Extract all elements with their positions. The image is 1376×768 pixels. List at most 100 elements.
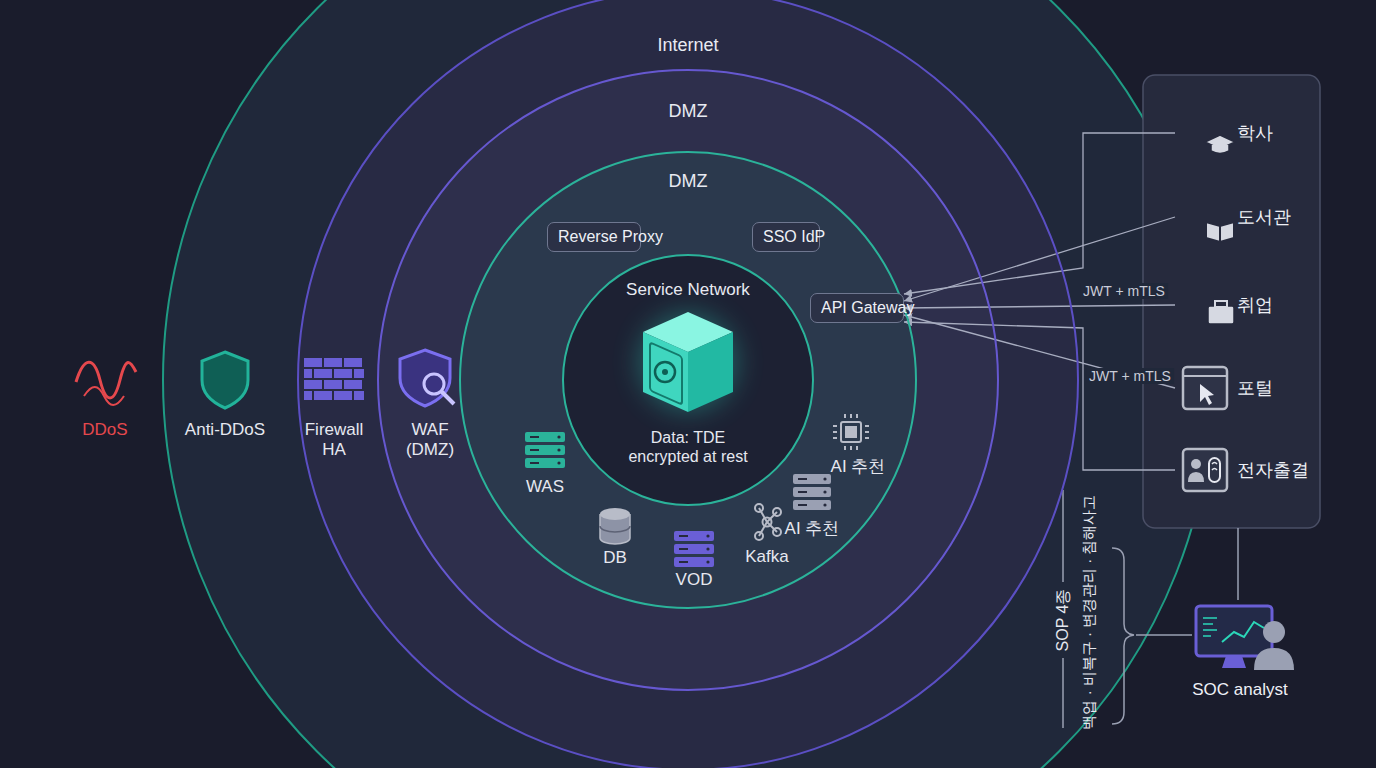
api-connector: [904, 133, 1175, 294]
service-box: Reverse Proxy: [547, 222, 641, 251]
soc-icon-part: [1222, 622, 1264, 642]
system-icon-overlays-part: [1206, 222, 1234, 242]
part-label: DDoS: [82, 420, 127, 440]
system-icon-overlays-part: [1208, 306, 1234, 324]
node-label: Reverse Proxy: [558, 227, 630, 246]
server-icons-part: [674, 531, 714, 541]
zone-label: Service Network: [563, 280, 813, 300]
firewall-wall-part: [354, 391, 364, 400]
server-icons-part: [530, 462, 539, 464]
api-connector: [904, 322, 1175, 470]
anti-ddos-shield: [202, 352, 248, 408]
systems-panel: [1143, 75, 1320, 528]
zone-fills-part: [298, 0, 1078, 768]
firewall-wall: [304, 358, 364, 400]
zone-fills: [163, 0, 1213, 768]
firewall-wall-part: [324, 380, 342, 389]
soc-icon-part: [1203, 618, 1217, 636]
server-icons-part: [706, 534, 709, 537]
node-label: 전자출결: [1237, 458, 1309, 482]
firewall-wall-part: [334, 391, 352, 400]
part-label: SOP 4종: [1053, 589, 1072, 652]
node-label: SSO IdP: [763, 227, 809, 246]
internet-zone: InternetDMZDMZReverse ProxySSO IdPServic…: [298, 0, 1078, 768]
system-icon-overlays-part: [1183, 375, 1227, 377]
zone-outline: [460, 152, 916, 608]
server-icons-part: [530, 449, 539, 451]
part-label: WAF (DMZ): [399, 420, 461, 461]
system-icon-overlays-part: [1215, 301, 1227, 307]
zone-label: Internet: [298, 35, 1078, 56]
edge-label: JWT + mTLS: [1086, 368, 1174, 384]
node-label: 포털: [1237, 376, 1273, 400]
system-icon-overlays-part: [1200, 384, 1214, 405]
zone-outline: [378, 70, 998, 690]
node-label: 취업: [1237, 293, 1273, 317]
soc-icon-part: [1263, 621, 1285, 643]
zone-outline: [378, 70, 998, 690]
server-icons-part: [557, 435, 560, 438]
server-icons-part: [823, 503, 826, 506]
firewall-wall-part: [304, 369, 312, 378]
system-node: 취업: [1175, 280, 1273, 330]
kafka-icon-part: [763, 518, 772, 527]
server-icons-part: [706, 547, 709, 550]
server-icons-part: [706, 560, 709, 563]
part-label: AI 추천: [785, 519, 840, 539]
part-label: AI 추천: [831, 457, 886, 477]
connector-def: [904, 133, 1175, 470]
server-icons-part: [798, 491, 807, 493]
server-icons-part: [793, 500, 831, 510]
server-icons-part: [793, 487, 831, 497]
server-icons-part: [557, 461, 560, 464]
vault-cube-part: [688, 332, 733, 412]
db-cylinder-part: [600, 508, 630, 520]
kafka-icon: [755, 504, 781, 540]
dmz-zone: DMZDMZReverse ProxySSO IdPService Networ…: [378, 70, 998, 690]
service-box: SSO IdP: [752, 222, 820, 251]
dmz-zone: DMZReverse ProxySSO IdPService NetworkAP…: [460, 152, 916, 608]
vault-cube-part: [655, 362, 675, 382]
system-icon-overlays-part: [1191, 459, 1201, 469]
firewall-wall-part: [334, 369, 352, 378]
server-icons-part: [557, 448, 560, 451]
part-label: Kafka: [745, 547, 788, 567]
db-cylinder: [600, 508, 630, 544]
ai-chip-part: [846, 427, 856, 437]
db-cylinder-part: [600, 526, 630, 532]
node-label: 도서관: [1237, 205, 1291, 229]
server-icons-part: [530, 436, 539, 438]
anti-ddos-shield-part: [202, 352, 248, 408]
part-label: Firewall HA: [296, 420, 372, 461]
part-label: Anti-DDoS: [185, 420, 265, 440]
firewall-wall-part: [304, 358, 322, 367]
soc-icon-part: [1196, 606, 1272, 656]
system-icon-overlays: [1183, 135, 1235, 491]
waf-shield-part: [400, 350, 450, 406]
sop-bracket-part: [1237, 528, 1239, 600]
system-node: 도서관: [1175, 192, 1291, 242]
sop-bracket-part: [1112, 548, 1134, 724]
server-icons-part: [793, 474, 831, 484]
soc-icon-part: [1254, 648, 1294, 670]
zone-fills-part: [460, 152, 916, 608]
part-label: DB: [603, 548, 627, 568]
ai-chip-part: [841, 422, 861, 442]
firewall-wall-part: [324, 358, 342, 367]
system-icon-overlays-part: [1188, 472, 1204, 482]
system-icon-overlays-part: [1219, 226, 1221, 242]
system-node: 전자출결: [1175, 445, 1309, 495]
server-icons-part: [679, 535, 688, 537]
zone-fills-part: [563, 255, 813, 505]
kafka-icon-part: [755, 532, 763, 540]
sop-bracket-part: [1062, 490, 1064, 582]
zone-fills-part: [378, 70, 998, 690]
waf-shield-part: [441, 391, 454, 404]
ai-chip-part: [833, 414, 869, 450]
systems-panel-part: [1143, 75, 1320, 528]
edge-label: JWT + mTLS: [1080, 283, 1168, 299]
waf-shield: [400, 350, 454, 406]
firewall-wall-part: [344, 358, 362, 367]
zone-outline: [460, 152, 916, 608]
